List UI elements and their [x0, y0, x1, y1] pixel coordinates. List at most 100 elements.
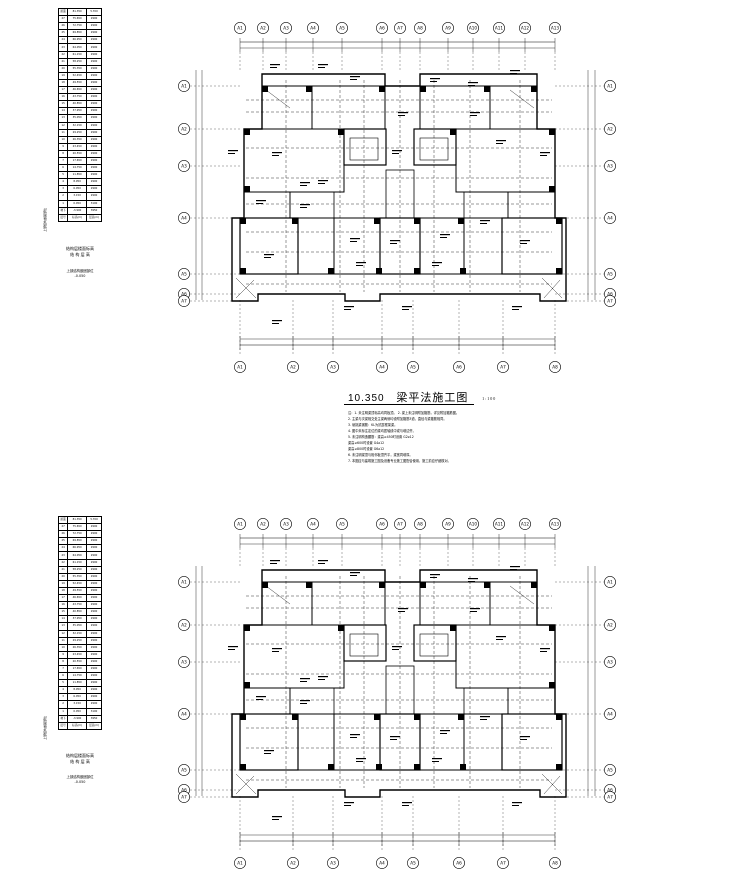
hatch — [541, 277, 563, 299]
table-cell: 9 — [57, 650, 69, 659]
beam-callout — [318, 560, 328, 562]
beam-callout — [350, 737, 357, 738]
grid-label: A1 — [607, 84, 613, 89]
column — [240, 714, 246, 720]
table-cell: 61.150 — [67, 558, 88, 567]
drawing-scale: 1:100 — [482, 395, 497, 401]
table-cell: 2900 — [86, 693, 102, 702]
table-cell: 22 — [57, 50, 69, 59]
table-cell: 2900 — [86, 50, 102, 59]
table-cell: 2900 — [86, 608, 102, 617]
beam-callout — [350, 76, 360, 78]
table-cell: 2900 — [86, 537, 102, 546]
grid-label: A2 — [181, 127, 187, 132]
table-cell: 29.250 — [67, 636, 88, 645]
room — [243, 191, 291, 219]
grid-bubble-left — [178, 212, 190, 224]
grid-bubble-top — [280, 22, 292, 34]
grid-bubble-top — [519, 518, 531, 530]
table-cell: 11.850 — [67, 679, 88, 688]
table-cell: 2900 — [86, 57, 102, 66]
table-cell: 层号 — [57, 213, 69, 222]
beam-callout — [510, 569, 517, 570]
grid-label: A12 — [521, 522, 530, 527]
table-cell: 2900 — [86, 586, 102, 596]
grid-bubble-bottom — [453, 361, 465, 373]
grid-bubble-bottom — [497, 361, 509, 373]
table-cell: 43.750 — [67, 93, 88, 102]
beam-callout — [432, 761, 439, 762]
column — [484, 86, 490, 92]
beam-callout — [272, 155, 279, 156]
grid-bubble-right — [604, 268, 616, 280]
table-cell: 8.950 — [67, 686, 88, 695]
hatch — [541, 773, 563, 795]
table-cell: 72.750 — [67, 530, 88, 539]
table-cell: 0.050 — [67, 199, 88, 208]
table-cell: 16 — [57, 601, 69, 610]
note-line: 6. 未注明梁顶与相邻板顶齐平，梁宽同墙厚。 — [348, 453, 413, 457]
column — [262, 86, 268, 92]
grid-label: A9 — [445, 522, 451, 527]
beam-callout — [398, 608, 408, 610]
grid-bubble-right — [604, 764, 616, 776]
table-cell: 13 — [57, 622, 69, 631]
table-cell: 标高(m) — [67, 213, 88, 222]
room — [501, 713, 563, 771]
table-cell: 地下 — [57, 206, 69, 215]
beam-callout — [440, 237, 447, 238]
table-cell: 32.150 — [67, 629, 88, 638]
table-row: 层号标高(m)层高(m) — [57, 213, 102, 222]
table-cell: 12 — [57, 629, 69, 638]
table-cell: 2900 — [86, 121, 102, 130]
table-note-lower-2: -0.050 — [74, 780, 86, 784]
grid-label: A2 — [290, 861, 296, 866]
hatch — [265, 585, 291, 605]
column — [306, 582, 312, 588]
grid-bubble-right — [604, 212, 616, 224]
table-cell: 61.150 — [67, 50, 88, 59]
beam-callout — [398, 115, 405, 116]
beam-callout — [300, 204, 310, 206]
note-line: 梁高≥600时设置 G4⌀12 — [348, 441, 385, 445]
column — [262, 582, 268, 588]
table-cell: 3950 — [86, 714, 102, 723]
table-cell: 2900 — [86, 572, 102, 581]
table-cell: 2900 — [86, 43, 102, 52]
beam-callout — [480, 716, 490, 718]
table-cell: 6 — [57, 164, 69, 173]
grid-label: A2 — [260, 522, 266, 527]
beam-callout — [272, 651, 279, 652]
table-cell: 3 — [57, 185, 69, 194]
beam-callout — [264, 750, 274, 752]
table-cell: 58.250 — [67, 57, 88, 66]
grid-bubble-bottom — [234, 361, 246, 373]
grid-label: A5 — [607, 272, 613, 277]
table-cell: 2900 — [86, 29, 102, 38]
table-cell: 2900 — [86, 86, 102, 95]
grid-label: A1 — [181, 580, 187, 585]
table-cell: 3.150 — [67, 192, 88, 201]
table-cell: 32.150 — [67, 121, 88, 130]
grid-label: A6 — [181, 292, 187, 297]
table-cell: 2900 — [86, 78, 102, 88]
grid-label: A8 — [552, 365, 558, 370]
grid-label: A6 — [456, 365, 462, 370]
room — [297, 713, 335, 771]
beam-callout — [318, 67, 325, 68]
beam-callout — [512, 802, 522, 804]
table-cell: 3100 — [86, 707, 102, 716]
grid-label: A3 — [330, 861, 336, 866]
table-note-upper-1: 上部结构嵌固部位 — [66, 269, 94, 273]
beam-callout — [470, 611, 477, 612]
beam-callout — [510, 73, 517, 74]
table-cell: 4 — [57, 686, 69, 695]
column — [458, 714, 464, 720]
column — [376, 764, 382, 770]
